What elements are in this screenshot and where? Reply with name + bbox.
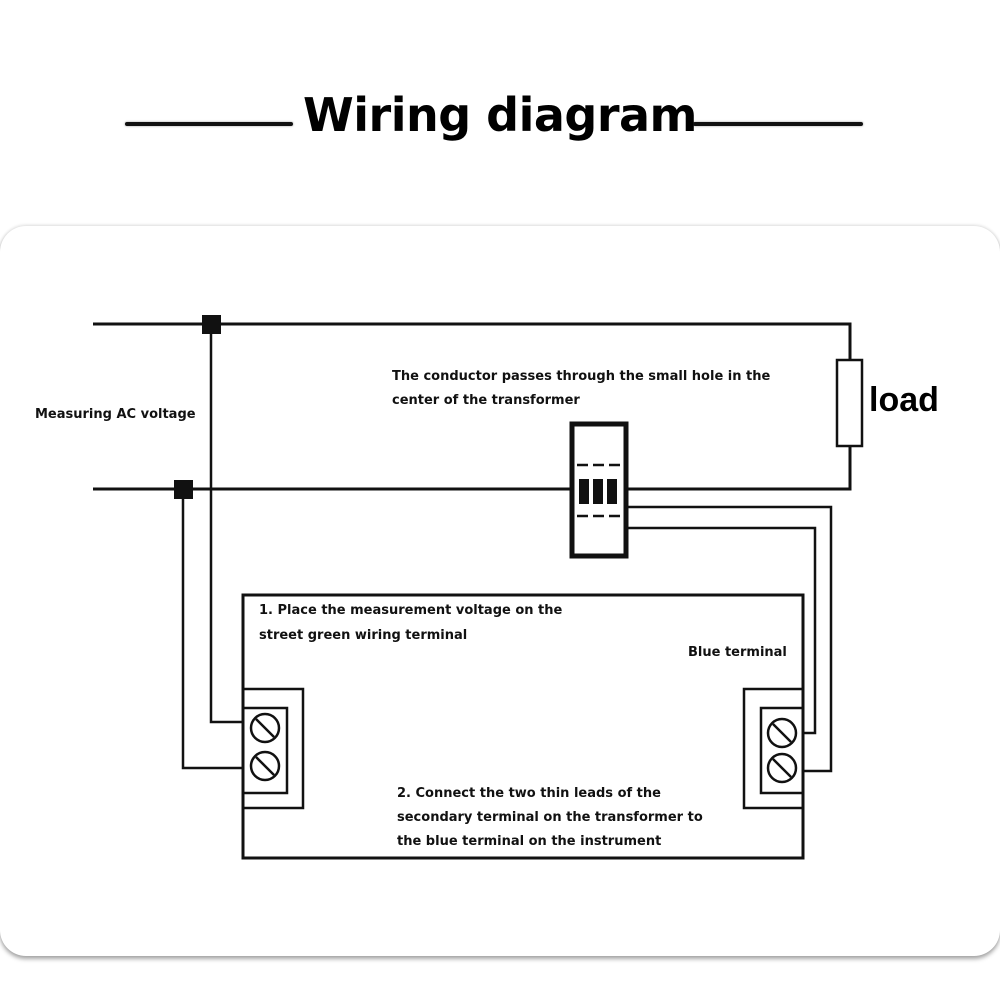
blue-terminal-inner	[759, 706, 805, 795]
step1-line2: street green wiring terminal	[259, 628, 468, 643]
page-title: Wiring diagram	[303, 88, 697, 142]
voltage-tap-2	[181, 489, 243, 770]
blue-terminal-label: Blue terminal	[688, 645, 787, 660]
step1-line1: 1. Place the measurement voltage on the	[259, 603, 563, 618]
load-return-wire	[626, 446, 852, 491]
screw-icon	[249, 712, 281, 744]
conductor-label-line1: The conductor passes through the small h…	[392, 369, 771, 384]
ac-voltage-label: Measuring AC voltage	[35, 407, 196, 422]
green-terminal-inner	[241, 706, 289, 795]
step2-line2: secondary terminal on the transformer to	[397, 810, 703, 825]
load-resistor	[835, 358, 864, 448]
junction-top	[202, 315, 221, 334]
step2-line1: 2. Connect the two thin leads of the	[397, 786, 661, 801]
title-rule-left	[125, 122, 293, 126]
secondary-lead-inner	[626, 526, 817, 735]
diagram-card	[0, 226, 1000, 956]
title-section: Wiring diagram	[0, 80, 1000, 170]
junction-bottom	[174, 480, 193, 499]
conductor-label-line2: center of the transformer	[392, 393, 580, 408]
screw-icon	[766, 717, 798, 749]
secondary-lead-outer	[626, 505, 833, 773]
screw-icon	[249, 750, 281, 782]
step2-line3: the blue terminal on the instrument	[397, 834, 662, 849]
screw-icon	[766, 752, 798, 784]
core-bar-1	[579, 479, 589, 504]
core-bar-2	[593, 479, 603, 504]
load-label: load	[869, 381, 939, 419]
title-rule-right	[693, 122, 863, 126]
voltage-tap-1	[209, 324, 243, 724]
top-line-wire	[93, 322, 852, 360]
core-bar-3	[607, 479, 617, 504]
